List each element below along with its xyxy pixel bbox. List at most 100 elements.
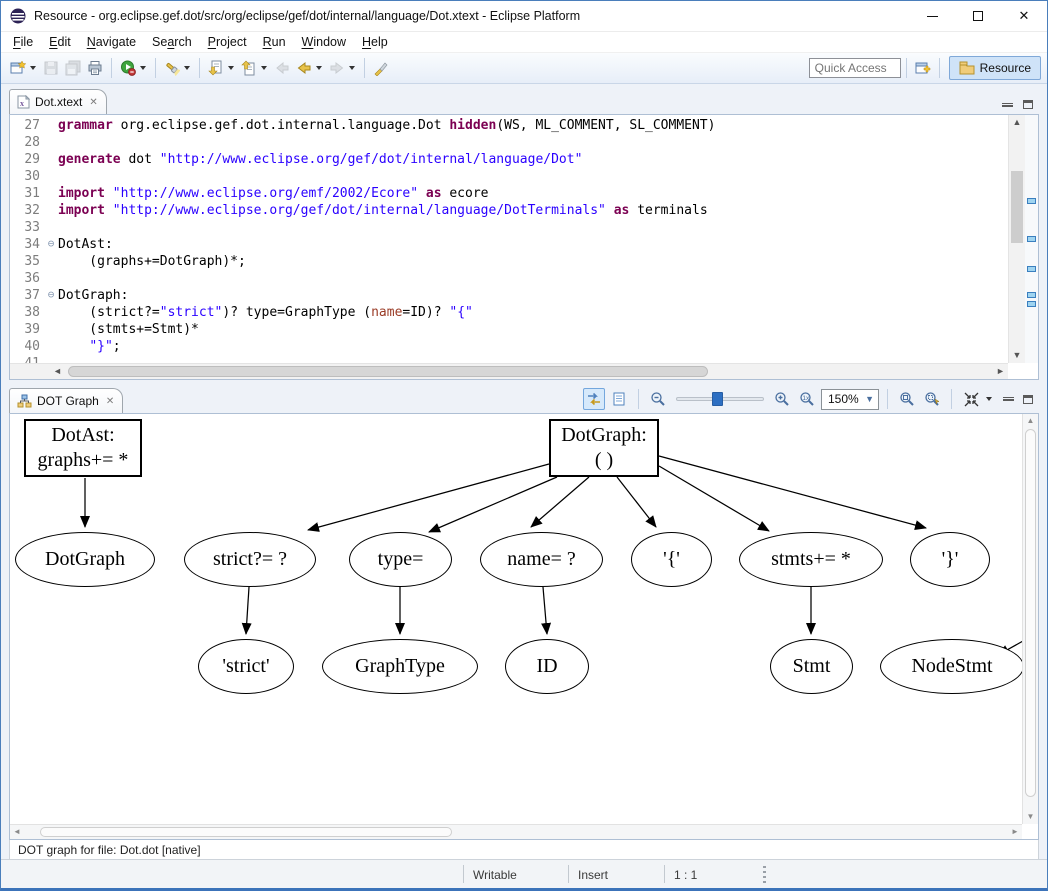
open-perspective-icon[interactable] <box>912 57 934 79</box>
graph-node-name-assign[interactable]: name= ? <box>480 532 603 587</box>
editor-horizontal-scrollbar[interactable]: ◄ ► <box>10 363 1008 379</box>
code-line-39[interactable]: 39 (stmts+=Stmt)* <box>10 321 1008 338</box>
zoom-in-icon[interactable] <box>771 388 793 410</box>
graph-node-strict-literal[interactable]: 'strict' <box>198 639 294 694</box>
new-wizard-dropdown-icon[interactable] <box>30 66 36 70</box>
menu-edit[interactable]: Edit <box>41 33 79 51</box>
graph-node-lbrace[interactable]: '{' <box>631 532 712 587</box>
minimize-graph-view-icon[interactable] <box>1003 397 1014 401</box>
scroll-down-icon[interactable]: ▼ <box>1009 348 1025 363</box>
run-dropdown-icon[interactable] <box>140 66 146 70</box>
overview-ruler[interactable] <box>1025 115 1038 363</box>
new-wizard-icon[interactable] <box>7 57 29 79</box>
next-annotation-icon[interactable] <box>205 57 227 79</box>
graph-node-id[interactable]: ID <box>505 639 589 694</box>
highlight-brush-icon[interactable] <box>370 57 392 79</box>
scroll-left-icon[interactable]: ◄ <box>50 364 65 379</box>
collapse-all-icon[interactable] <box>960 388 982 410</box>
code-line-41[interactable]: 41 <box>10 355 1008 363</box>
xtext-editor[interactable]: 27grammar org.eclipse.gef.dot.internal.l… <box>9 114 1039 380</box>
back-icon[interactable] <box>293 57 315 79</box>
tab-dot-xtext[interactable]: x Dot.xtext ✕ <box>9 89 107 114</box>
scroll-up-icon[interactable]: ▲ <box>1009 115 1025 130</box>
code-line-34[interactable]: 34⊖DotAst: <box>10 236 1008 253</box>
code-line-27[interactable]: 27grammar org.eclipse.gef.dot.internal.l… <box>10 117 1008 134</box>
occurrence-marker[interactable] <box>1027 292 1036 298</box>
menu-file[interactable]: File <box>5 33 41 51</box>
zoom-slider[interactable] <box>676 390 764 408</box>
graph-tab-close-icon[interactable]: ✕ <box>106 396 114 407</box>
save-icon[interactable] <box>40 57 62 79</box>
graph-canvas[interactable]: DotAst:graphs+= *DotGraph:( )DotGraphstr… <box>10 414 1024 825</box>
run-external-tools-icon[interactable] <box>117 57 139 79</box>
code-line-37[interactable]: 37⊖DotGraph: <box>10 287 1008 304</box>
graph-node-nodestmt[interactable]: NodeStmt <box>880 639 1024 694</box>
tab-close-icon[interactable]: ✕ <box>89 97 97 108</box>
occurrence-marker[interactable] <box>1027 236 1036 242</box>
code-line-33[interactable]: 33 <box>10 219 1008 236</box>
view-menu-dropdown-icon[interactable] <box>986 397 992 401</box>
graph-node-type-assign[interactable]: type= <box>349 532 452 587</box>
minimize-view-icon[interactable] <box>1002 103 1013 107</box>
maximize-icon[interactable] <box>955 1 1001 31</box>
editor-vertical-scrollbar[interactable]: ▲ ▼ <box>1008 115 1025 363</box>
forward-icon[interactable] <box>326 57 348 79</box>
maximize-view-icon[interactable] <box>1023 100 1033 109</box>
fold-collapse-icon[interactable]: ⊖ <box>44 236 58 253</box>
occurrence-marker[interactable] <box>1027 198 1036 204</box>
code-line-30[interactable]: 30 <box>10 168 1008 185</box>
last-edit-location-icon[interactable] <box>271 57 293 79</box>
zoom-selection-icon[interactable] <box>921 388 943 410</box>
show-source-icon[interactable] <box>608 388 630 410</box>
perspective-resource-button[interactable]: Resource <box>949 56 1041 80</box>
print-icon[interactable] <box>84 57 106 79</box>
previous-annotation-dropdown-icon[interactable] <box>261 66 267 70</box>
zoom-out-icon[interactable] <box>647 388 669 410</box>
previous-annotation-icon[interactable] <box>238 57 260 79</box>
graph-node-dotgraph-rule[interactable]: DotGraph:( ) <box>549 419 659 477</box>
search-dropdown-icon[interactable] <box>184 66 190 70</box>
graph-scroll-right-icon[interactable]: ► <box>1008 825 1022 839</box>
menu-search[interactable]: Search <box>144 33 200 51</box>
search-flashlight-icon[interactable] <box>161 57 183 79</box>
occurrence-marker[interactable] <box>1027 301 1036 307</box>
code-line-32[interactable]: 32import "http://www.eclipse.org/gef/dot… <box>10 202 1008 219</box>
back-dropdown-icon[interactable] <box>316 66 322 70</box>
code-line-31[interactable]: 31import "http://www.eclipse.org/emf/200… <box>10 185 1008 202</box>
graph-hscroll-thumb[interactable] <box>40 827 452 837</box>
code-line-29[interactable]: 29generate dot "http://www.eclipse.org/g… <box>10 151 1008 168</box>
maximize-graph-view-icon[interactable] <box>1023 395 1033 404</box>
graph-horizontal-scrollbar[interactable]: ◄ ► <box>10 824 1022 839</box>
menu-run[interactable]: Run <box>255 33 294 51</box>
scroll-right-icon[interactable]: ► <box>993 364 1008 379</box>
graph-scroll-up-icon[interactable]: ▲ <box>1023 414 1038 428</box>
graph-node-stmts-assign[interactable]: stmts+= * <box>739 532 883 587</box>
graph-scroll-left-icon[interactable]: ◄ <box>10 825 24 839</box>
next-annotation-dropdown-icon[interactable] <box>228 66 234 70</box>
forward-dropdown-icon[interactable] <box>349 66 355 70</box>
code-line-36[interactable]: 36 <box>10 270 1008 287</box>
menu-help[interactable]: Help <box>354 33 396 51</box>
graph-node-dotast-rule[interactable]: DotAst:graphs+= * <box>24 419 142 477</box>
graph-node-rbrace[interactable]: '}' <box>910 532 990 587</box>
fold-collapse-icon[interactable]: ⊖ <box>44 287 58 304</box>
zoom-reset-icon[interactable]: 1x <box>796 388 818 410</box>
quick-access-input[interactable] <box>809 58 901 78</box>
menu-window[interactable]: Window <box>294 33 354 51</box>
code-line-38[interactable]: 38 (strict?="strict")? type=GraphType (n… <box>10 304 1008 321</box>
occurrence-marker[interactable] <box>1027 266 1036 272</box>
code-line-40[interactable]: 40 "}"; <box>10 338 1008 355</box>
graph-node-dotgraph[interactable]: DotGraph <box>15 532 155 587</box>
tab-dot-graph[interactable]: DOT Graph ✕ <box>9 388 123 413</box>
graph-vscroll-thumb[interactable] <box>1025 429 1036 797</box>
link-with-editor-icon[interactable] <box>583 388 605 410</box>
graph-vertical-scrollbar[interactable]: ▲ ▼ <box>1022 414 1038 824</box>
graph-scroll-down-icon[interactable]: ▼ <box>1023 810 1038 824</box>
code-area[interactable]: 27grammar org.eclipse.gef.dot.internal.l… <box>10 115 1008 363</box>
close-icon[interactable]: ✕ <box>1001 1 1047 31</box>
zoom-fit-icon[interactable] <box>896 388 918 410</box>
menu-project[interactable]: Project <box>200 33 255 51</box>
save-all-icon[interactable] <box>62 57 84 79</box>
editor-hscroll-thumb[interactable] <box>68 366 708 377</box>
code-line-35[interactable]: 35 (graphs+=DotGraph)*; <box>10 253 1008 270</box>
